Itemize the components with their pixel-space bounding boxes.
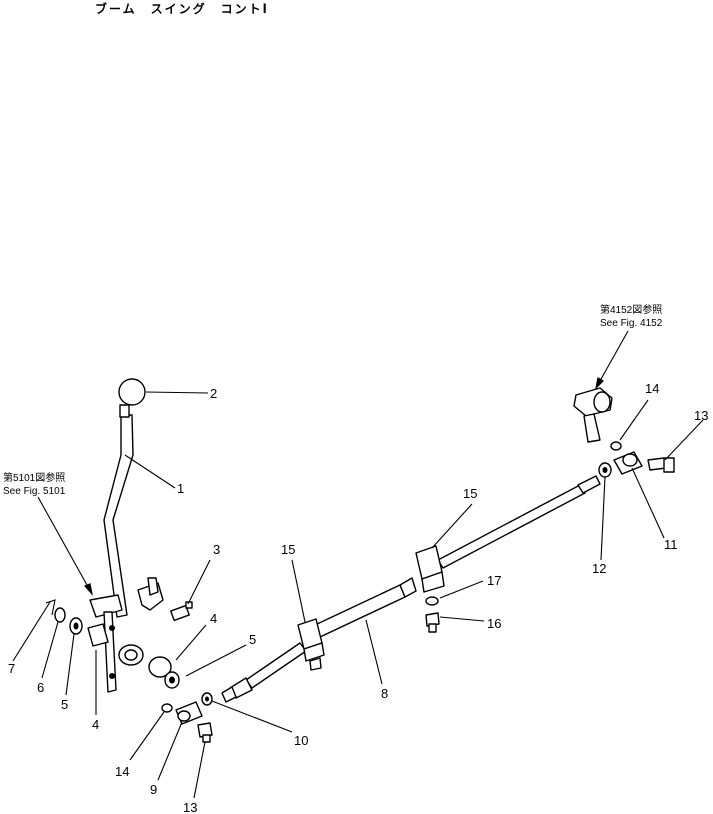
ref-note-right: 第4152図参照 See Fig. 4152 — [595, 303, 663, 390]
ref-right-jp: 第4152図参照 — [600, 303, 662, 316]
bushing-left — [87, 623, 109, 647]
rod-end-9 — [175, 701, 203, 725]
callout-5-right: 5 — [249, 632, 256, 647]
lever-knob — [118, 378, 146, 406]
washer-17 — [425, 596, 439, 606]
callout-4-right: 4 — [210, 611, 217, 626]
callout-6: 6 — [37, 680, 44, 695]
ref-left-jp: 第5101図参照 — [3, 471, 65, 484]
ref-left-en: See Fig. 5101 — [3, 486, 66, 497]
rod-end-11 — [613, 451, 643, 475]
nut-12 — [598, 462, 612, 478]
callout-16: 16 — [487, 616, 501, 631]
callout-8: 8 — [381, 686, 388, 701]
callout-11: 11 — [664, 537, 678, 552]
callout-7: 7 — [8, 661, 15, 676]
callout-14-left: 14 — [115, 764, 129, 779]
callouts: 2 1 3 4 4 5 5 6 7 8 9 14 13 10 15 15 17 … — [8, 381, 708, 814]
leader-lines — [12, 391, 704, 799]
bolt-16 — [425, 612, 440, 633]
callout-15-left: 15 — [281, 542, 295, 557]
callout-14-right: 14 — [645, 381, 659, 396]
ring-6 — [54, 607, 66, 623]
washer-14-right — [610, 441, 622, 451]
callout-17: 17 — [487, 573, 501, 588]
callout-9: 9 — [150, 782, 157, 797]
callout-2: 2 — [210, 386, 217, 401]
joint-bracket-right — [573, 387, 613, 443]
washer-5-right — [164, 671, 180, 689]
callout-3: 3 — [213, 542, 220, 557]
clamp-15-left — [297, 618, 325, 671]
callout-12: 12 — [592, 561, 606, 576]
grease-fitting — [170, 601, 193, 622]
callout-10: 10 — [294, 733, 308, 748]
bracket-upper — [137, 577, 164, 611]
clamp-15-right — [415, 545, 445, 593]
page-title: ブーム スイング コントl — [95, 2, 269, 16]
callout-13-left: 13 — [183, 800, 197, 814]
pin-7 — [45, 599, 56, 616]
callout-15-right: 15 — [463, 486, 477, 501]
callout-4-left: 4 — [92, 717, 99, 732]
bushing-right — [148, 656, 172, 678]
rod-8 — [221, 475, 601, 703]
ref-note-left: 第5101図参照 See Fig. 5101 — [3, 471, 94, 597]
nut-10 — [201, 692, 213, 706]
callout-5-left: 5 — [61, 697, 68, 712]
washer-14-left — [161, 703, 173, 713]
bolt-13-left — [197, 722, 213, 743]
bracket-left — [89, 594, 123, 693]
ref-right-en: See Fig. 4152 — [600, 318, 663, 329]
callout-1: 1 — [177, 481, 184, 496]
callout-13-right: 13 — [694, 408, 708, 423]
bolt-13-right — [647, 457, 675, 473]
lever-part — [103, 378, 146, 618]
pivot-hub — [118, 644, 144, 666]
washer-5-left — [69, 617, 83, 635]
